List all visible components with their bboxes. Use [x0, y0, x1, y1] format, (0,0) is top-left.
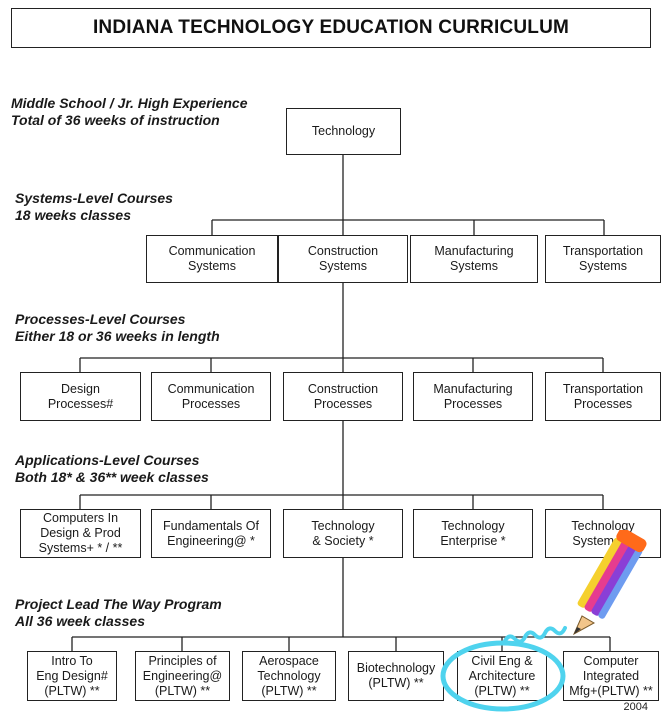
course-box-principles-of-engineering[interactable]: Principles of Engineering@ (PLTW) **	[135, 651, 230, 701]
course-label: Communication	[167, 381, 255, 396]
course-label: Processes	[181, 396, 241, 411]
level-label-systems: Systems-Level Courses 18 weeks classes	[15, 190, 173, 224]
course-label: (PLTW) **	[368, 676, 424, 690]
course-label: Civil Eng &	[471, 653, 533, 668]
course-box-communication-systems[interactable]: Communication Systems	[146, 235, 278, 283]
course-box-technology-and-society[interactable]: Technology & Society *	[283, 509, 403, 558]
course-label: Technology	[311, 124, 376, 138]
level-label-line: Project Lead The Way Program	[15, 596, 222, 612]
course-label: Design	[61, 381, 100, 396]
course-box-transportation-systems[interactable]: Transportation Systems	[545, 235, 661, 283]
course-label: (PLTW) **	[474, 683, 530, 698]
course-label: Biotechnology	[356, 661, 436, 675]
course-label: Technology	[441, 518, 505, 533]
course-box-manufacturing-systems[interactable]: Manufacturing Systems	[410, 235, 538, 283]
course-label: Integrated	[582, 668, 640, 683]
course-box-computers-in-design[interactable]: Computers In Design & Prod Systems+ * / …	[20, 509, 141, 558]
course-label: Systems	[319, 259, 367, 273]
course-box-construction-processes[interactable]: Construction Processes	[283, 372, 403, 421]
level-label-line: Applications-Level Courses	[15, 452, 200, 468]
course-label: Processes	[443, 396, 503, 411]
course-box-aerospace-technology[interactable]: Aerospace Technology (PLTW) **	[242, 651, 336, 701]
course-label: (PLTW) **	[261, 683, 317, 698]
course-box-construction-systems[interactable]: Construction Systems	[278, 235, 408, 283]
level-label-line: Middle School / Jr. High Experience	[11, 95, 248, 111]
level-label-line: Either 18 or 36 weeks in length	[15, 328, 220, 344]
course-box-civil-eng-architecture[interactable]: Civil Eng & Architecture (PLTW) **	[457, 651, 547, 701]
level-label-line: 18 weeks classes	[15, 207, 131, 223]
course-label: Aerospace	[259, 653, 319, 668]
course-label: Transportation	[562, 381, 644, 396]
level-label-applications: Applications-Level Courses Both 18* & 36…	[15, 452, 209, 486]
course-label: Computer	[583, 653, 639, 668]
course-label: Technology	[257, 668, 321, 683]
course-box-fundamentals-of-engineering[interactable]: Fundamentals Of Engineering@ *	[151, 509, 271, 558]
course-label: Systems	[450, 259, 498, 273]
course-box-technology[interactable]: Technology	[286, 108, 401, 155]
course-label: Processes	[313, 396, 373, 411]
course-box-computer-integrated-mfg[interactable]: Computer Integrated Mfg+(PLTW) **	[563, 651, 659, 701]
course-box-design-processes[interactable]: Design Processes#	[20, 372, 141, 421]
course-label: Manufacturing	[433, 381, 513, 396]
course-label: Technology	[571, 518, 635, 533]
pencil-icon	[572, 530, 647, 636]
page-title: INDIANA TECHNOLOGY EDUCATION CURRICULUM	[11, 8, 651, 48]
course-label: (PLTW) **	[44, 683, 100, 698]
level-label-line: All 36 week classes	[15, 613, 145, 629]
course-box-communication-processes[interactable]: Communication Processes	[151, 372, 271, 421]
course-label: Communication	[168, 244, 256, 258]
course-label: Design & Prod	[40, 526, 121, 540]
course-label: Construction	[307, 244, 379, 258]
course-label: Systems	[579, 259, 627, 273]
course-box-technology-systems[interactable]: Technology Systems **	[545, 509, 661, 558]
course-box-technology-enterprise[interactable]: Technology Enterprise *	[413, 509, 533, 558]
course-label: Intro To	[51, 653, 93, 668]
course-label: & Society *	[312, 533, 374, 548]
course-label: Mfg+(PLTW) **	[569, 683, 653, 698]
course-label: Fundamentals Of	[163, 518, 259, 533]
course-box-transportation-processes[interactable]: Transportation Processes	[545, 372, 661, 421]
course-label: Processes#	[47, 396, 114, 411]
level-label-pltw: Project Lead The Way Program All 36 week…	[15, 596, 222, 630]
course-label: Processes	[573, 396, 633, 411]
course-box-biotechnology[interactable]: Biotechnology (PLTW) **	[348, 651, 444, 701]
level-label-middle-school: Middle School / Jr. High Experience Tota…	[11, 95, 248, 129]
course-label: Enterprise *	[440, 533, 506, 548]
level-label-line: Both 18* & 36** week classes	[15, 469, 209, 485]
course-label: Engineering@	[142, 668, 223, 683]
course-label: Eng Design#	[36, 668, 108, 683]
level-label-processes: Processes-Level Courses Either 18 or 36 …	[15, 311, 220, 345]
level-label-line: Processes-Level Courses	[15, 311, 186, 327]
course-label: Computers In	[42, 511, 119, 525]
highlight-squiggle	[503, 626, 567, 644]
course-label: Systems	[188, 259, 236, 273]
course-label: Architecture	[468, 668, 536, 683]
course-label: Engineering@ *	[167, 533, 255, 548]
year-label: 2004	[623, 701, 648, 713]
level-label-line: Systems-Level Courses	[15, 190, 173, 206]
course-box-intro-to-eng-design[interactable]: Intro To Eng Design# (PLTW) **	[27, 651, 117, 701]
course-label: Manufacturing	[434, 244, 514, 258]
level-label-line: Total of 36 weeks of instruction	[11, 112, 220, 128]
course-label: Transportation	[562, 244, 644, 258]
course-label: (PLTW) **	[154, 683, 211, 698]
course-box-manufacturing-processes[interactable]: Manufacturing Processes	[413, 372, 533, 421]
course-label: Principles of	[148, 653, 217, 668]
highlight-ellipse	[440, 640, 566, 712]
course-label: Construction	[307, 381, 379, 396]
course-label: Technology	[311, 518, 375, 533]
course-label: Systems+ * / **	[38, 541, 123, 555]
